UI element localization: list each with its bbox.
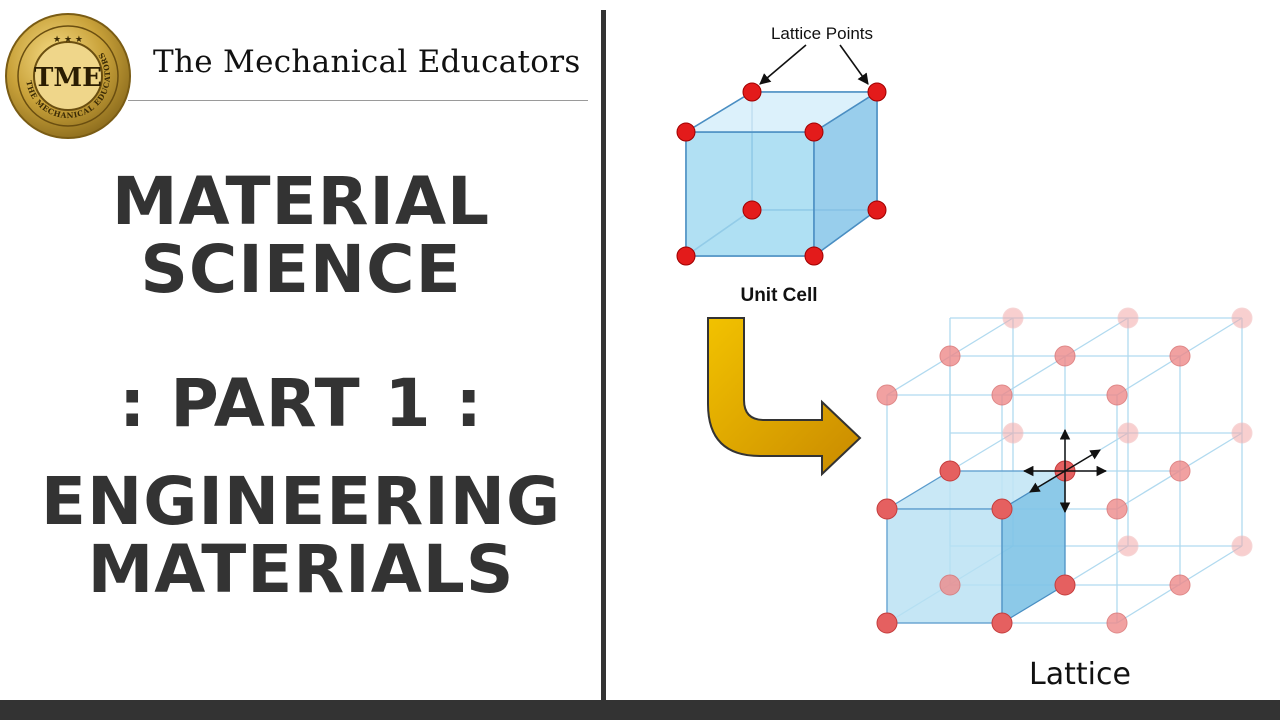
vertical-divider (601, 10, 606, 700)
title-line-5: MATERIALS (87, 531, 515, 608)
title-line-1: MATERIAL (111, 163, 491, 240)
lattice-point-icon (676, 82, 887, 266)
title-line-3: : PART 1 : (119, 365, 483, 442)
title-line-4: ENGINEERING (40, 463, 562, 540)
bottom-bar (0, 700, 1280, 720)
lattice (876, 307, 1253, 634)
pointer-arrow-icon (759, 44, 807, 85)
header-divider (128, 100, 588, 101)
logo-monogram: TME (34, 63, 102, 93)
title-line-2: SCIENCE (140, 231, 462, 308)
unit-cell (676, 82, 887, 266)
axis-arrows-icon (1022, 428, 1108, 514)
unit-cell-label: Unit Cell (740, 285, 817, 306)
highlighted-unit-cell (884, 469, 1068, 625)
channel-name: The Mechanical Educators (153, 44, 581, 80)
channel-logo: THE MECHANICAL EDUCATORS TME ★ ★ ★ (5, 13, 131, 139)
title-panel: THE MECHANICAL EDUCATORS TME ★ ★ ★ The M… (0, 0, 602, 700)
lattice-diagram: Lattice Points Unit Cell (676, 24, 1253, 692)
curved-arrow-icon (707, 317, 862, 477)
lattice-label: Lattice (1029, 657, 1131, 692)
pointer-arrow-icon (839, 44, 869, 85)
star-icon: ★ ★ ★ (53, 35, 83, 45)
lattice-points-label: Lattice Points (771, 24, 873, 43)
